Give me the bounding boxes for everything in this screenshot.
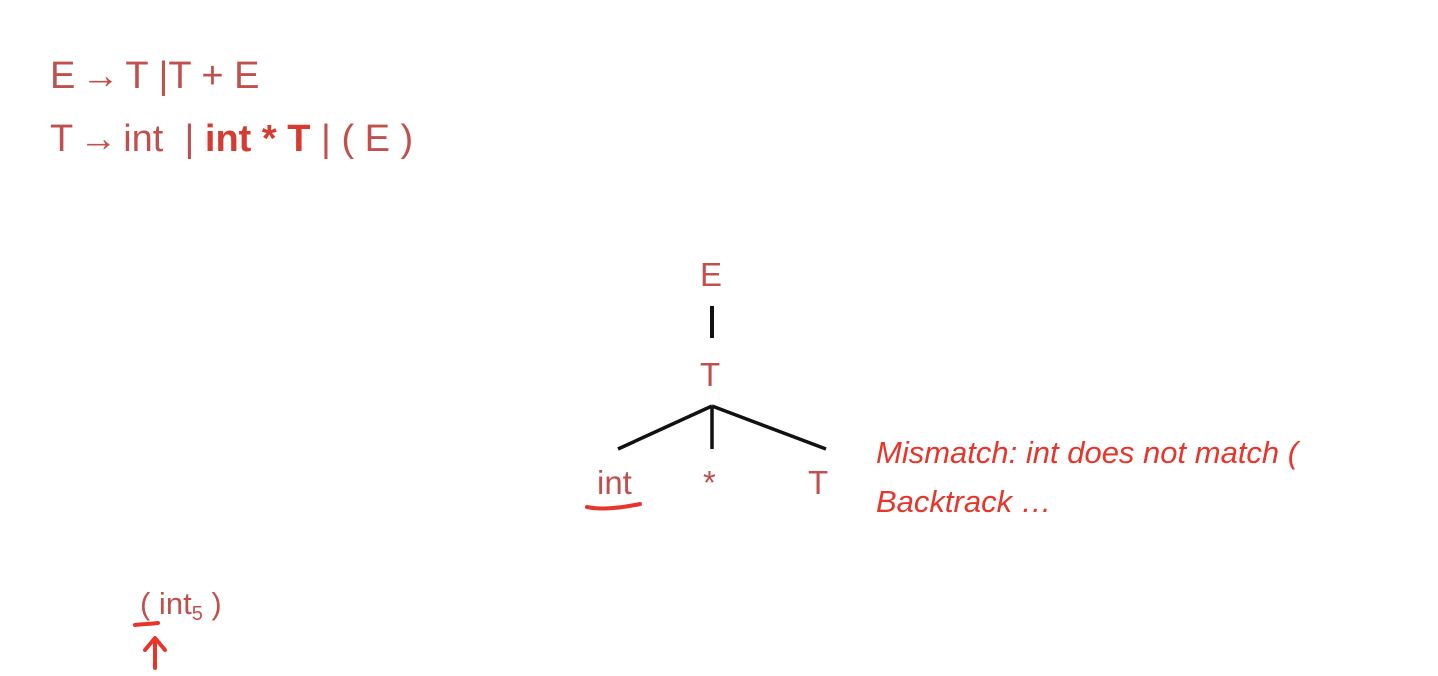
tree-node-e: E: [700, 256, 723, 293]
grammar-rule-e: E→T |T + E: [50, 57, 260, 95]
derives-arrow: →: [81, 55, 120, 97]
rule-rhs: T |T + E: [125, 55, 260, 97]
backtrack-note: Backtrack …: [876, 484, 1052, 519]
input-pointer-icon: [143, 636, 167, 670]
edge-t-int: [617, 404, 713, 451]
paren-underline-mark: [133, 621, 160, 627]
input-text: ( int: [140, 586, 192, 621]
rule-alt-paren-e: | ( E ): [321, 118, 414, 160]
mismatch-note: Mismatch: int does not match (: [876, 435, 1299, 470]
tree-node-t: T: [700, 356, 721, 393]
derives-arrow: →: [79, 118, 118, 160]
input-subscript: 5: [191, 603, 203, 625]
rule-lhs: E: [50, 55, 76, 97]
tree-leaf-star: *: [703, 464, 716, 501]
tree-leaf-int: int: [597, 464, 632, 501]
input-string: ( int5 ): [140, 588, 222, 624]
rule-lhs: T: [50, 118, 74, 160]
input-close-paren: ): [202, 586, 222, 621]
tree-leaf-t: T: [808, 464, 829, 501]
grammar-rule-t: T→int | int * T | ( E ): [50, 120, 413, 158]
edge-t-t: [711, 404, 827, 451]
rule-alt-int-times-t: int * T: [204, 118, 311, 160]
rule-alt-int: int |: [123, 118, 195, 160]
int-underline-mark: [585, 502, 642, 511]
